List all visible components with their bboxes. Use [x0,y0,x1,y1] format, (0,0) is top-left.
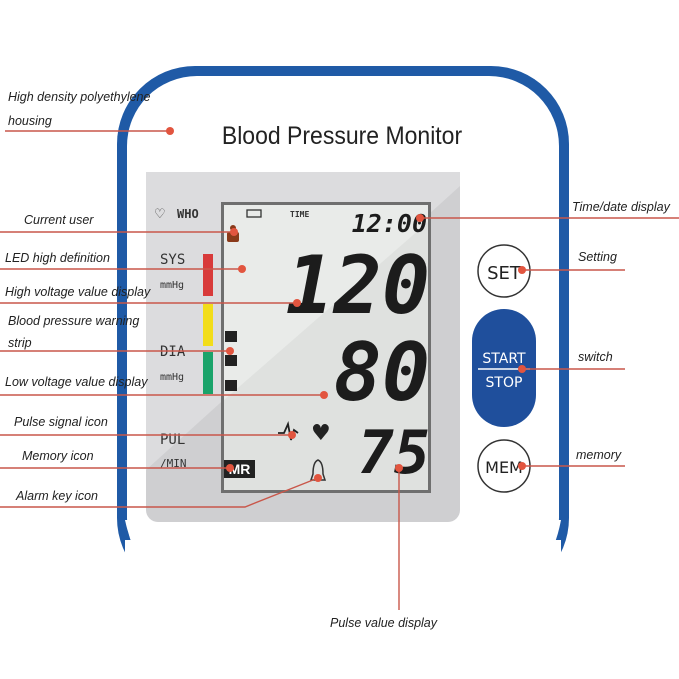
pul-unit: /MIN [160,457,187,470]
callout-memory-icon: Memory icon [22,449,94,463]
warning-strip [203,254,213,394]
callout-pulse-signal: Pulse signal icon [14,415,108,429]
dia-unit: mmHg [160,372,184,383]
level-bars [225,331,237,391]
who-label: WHO [177,207,199,221]
callout-setting: Setting [578,250,617,264]
callout-switch: switch [578,350,613,364]
heart-icon: ♥ [311,421,331,446]
device-title: Blood Pressure Monitor [222,122,462,150]
pul-label: PUL [160,432,185,448]
mem-button[interactable]: MEM [477,439,531,493]
dia-label: DIA [160,344,186,360]
sys-unit: mmHg [160,280,184,291]
set-button[interactable]: SET [477,244,531,298]
callout-high-voltage: High voltage value display [5,285,151,299]
mem-button-label: MEM [485,458,523,477]
callout-led: LED high definition [5,251,110,265]
stop-label: STOP [486,375,523,391]
battery-icon [246,209,262,218]
alarm-bell-icon [309,459,327,481]
time-value: 12:00 [352,209,427,238]
set-button-label: SET [487,263,522,284]
callout-pulse-value: Pulse value display [330,616,438,630]
systolic-value: 120 [286,239,431,332]
memory-badge: MR [229,461,251,477]
callout-current-user: Current user [24,213,94,227]
pulse-value: 75 [358,418,430,488]
callout-memory: memory [576,448,622,462]
callout-warning-2: strip [8,336,32,350]
leader-lines [0,127,679,610]
time-label: TIME [290,210,309,219]
start-stop-button[interactable]: START STOP [472,309,536,427]
callout-time-date: Time/date display [572,200,671,214]
callout-housing-1: High density polyethylene [8,90,150,104]
callout-alarm: Alarm key icon [15,489,98,503]
start-label: START [482,351,526,367]
diastolic-value: 80 [334,326,430,419]
callout-housing-2: housing [8,114,52,128]
heart-ecg-icon: ♡ [154,207,166,222]
callout-low-voltage: Low voltage value display [5,375,148,389]
callout-warning-1: Blood pressure warning [8,314,139,328]
sys-label: SYS [160,252,185,268]
